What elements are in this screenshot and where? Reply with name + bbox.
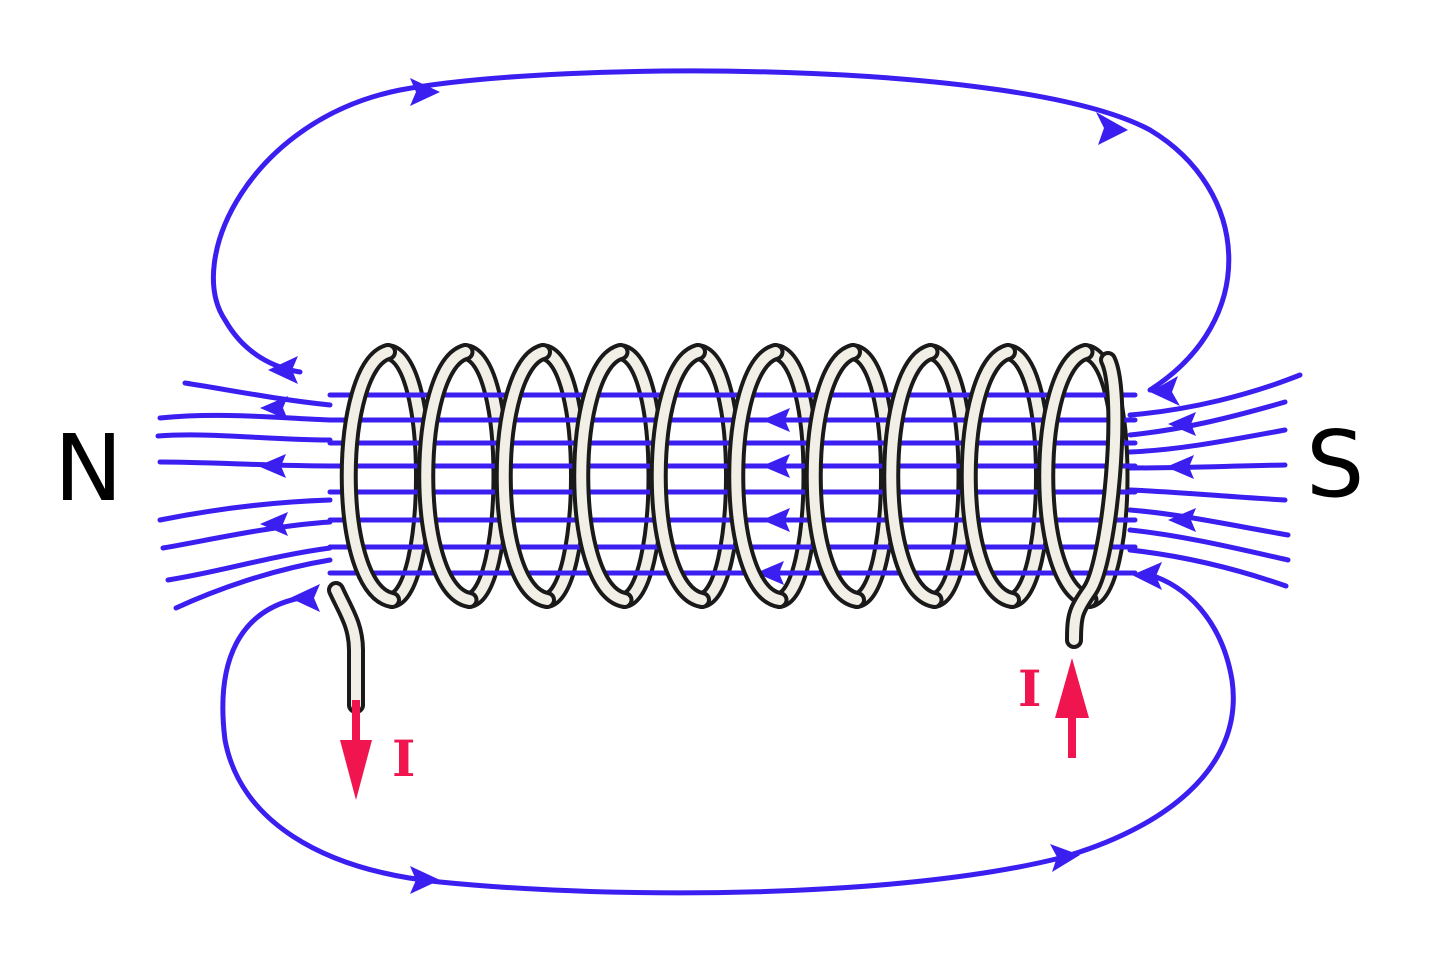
outer-field-lines xyxy=(210,68,1236,896)
field-line-bottom-loop xyxy=(220,572,1236,896)
coil-winding-front xyxy=(808,347,862,605)
coil-leads xyxy=(327,351,1125,714)
arrowhead-icon xyxy=(1096,112,1128,145)
arrowhead-icon xyxy=(756,561,784,585)
arrowhead-icon xyxy=(410,866,440,894)
field-line xyxy=(1127,462,1288,471)
outer-field-arrows xyxy=(268,78,1180,894)
current-arrow-icon xyxy=(1055,658,1089,718)
current-label-left: I xyxy=(392,729,415,788)
left-fringe-field-lines xyxy=(155,380,333,611)
right-fringe-field-lines xyxy=(1127,372,1303,589)
field-line xyxy=(1127,427,1288,455)
arrowhead-icon xyxy=(260,512,288,536)
arrowhead-icon xyxy=(1168,508,1196,532)
field-line xyxy=(160,519,333,551)
coil-winding-front xyxy=(1041,347,1095,605)
field-line xyxy=(157,497,333,523)
field-line xyxy=(1127,372,1303,418)
field-line xyxy=(1127,487,1288,503)
right-fringe-arrows xyxy=(1166,412,1196,532)
coil-winding-front xyxy=(576,347,630,605)
current-label-right: I xyxy=(1018,659,1041,718)
field-line xyxy=(1127,399,1288,438)
coil-winding-front xyxy=(886,347,940,605)
coil-winding-front xyxy=(498,347,552,605)
coil-winding-front xyxy=(963,347,1017,605)
arrowhead-icon xyxy=(1132,562,1162,590)
arrowhead-icon xyxy=(762,408,790,432)
arrowhead-icon xyxy=(260,396,288,420)
coil-winding-front xyxy=(343,347,397,605)
field-line xyxy=(1127,527,1291,563)
field-line xyxy=(165,545,333,583)
left-fringe-arrows xyxy=(258,396,288,536)
north-pole-label: N xyxy=(54,415,123,522)
coil-winding-front xyxy=(653,347,707,605)
field-line xyxy=(157,459,333,469)
field-line xyxy=(157,412,333,423)
arrowhead-icon xyxy=(1150,376,1180,406)
arrowhead-icon xyxy=(1166,455,1194,479)
coil-front-windings xyxy=(339,343,1099,609)
field-line xyxy=(155,432,333,443)
current-arrow-left: I xyxy=(340,700,415,800)
field-line xyxy=(182,380,333,408)
coil-winding-front xyxy=(731,347,785,605)
inner-field-arrows xyxy=(756,408,790,585)
arrowhead-icon xyxy=(290,584,320,612)
field-line xyxy=(1127,507,1291,538)
current-arrow-right: I xyxy=(1018,658,1089,758)
arrowhead-icon xyxy=(1168,412,1196,436)
arrowhead-icon xyxy=(762,454,790,478)
arrowhead-icon xyxy=(1050,844,1080,872)
left-lead-wire xyxy=(331,585,361,710)
south-pole-label: S xyxy=(1306,411,1364,518)
current-indicators: I I xyxy=(340,658,1089,800)
arrowhead-icon xyxy=(268,356,298,384)
coil-winding-front xyxy=(421,347,475,605)
arrowhead-icon xyxy=(410,78,440,106)
right-lead-wire xyxy=(1069,355,1121,645)
current-arrow-icon xyxy=(340,740,372,800)
arrowhead-icon xyxy=(258,454,286,478)
field-line xyxy=(173,557,333,611)
field-line-top-loop xyxy=(210,68,1232,393)
arrowhead-icon xyxy=(762,508,790,532)
field-line xyxy=(1127,547,1289,589)
